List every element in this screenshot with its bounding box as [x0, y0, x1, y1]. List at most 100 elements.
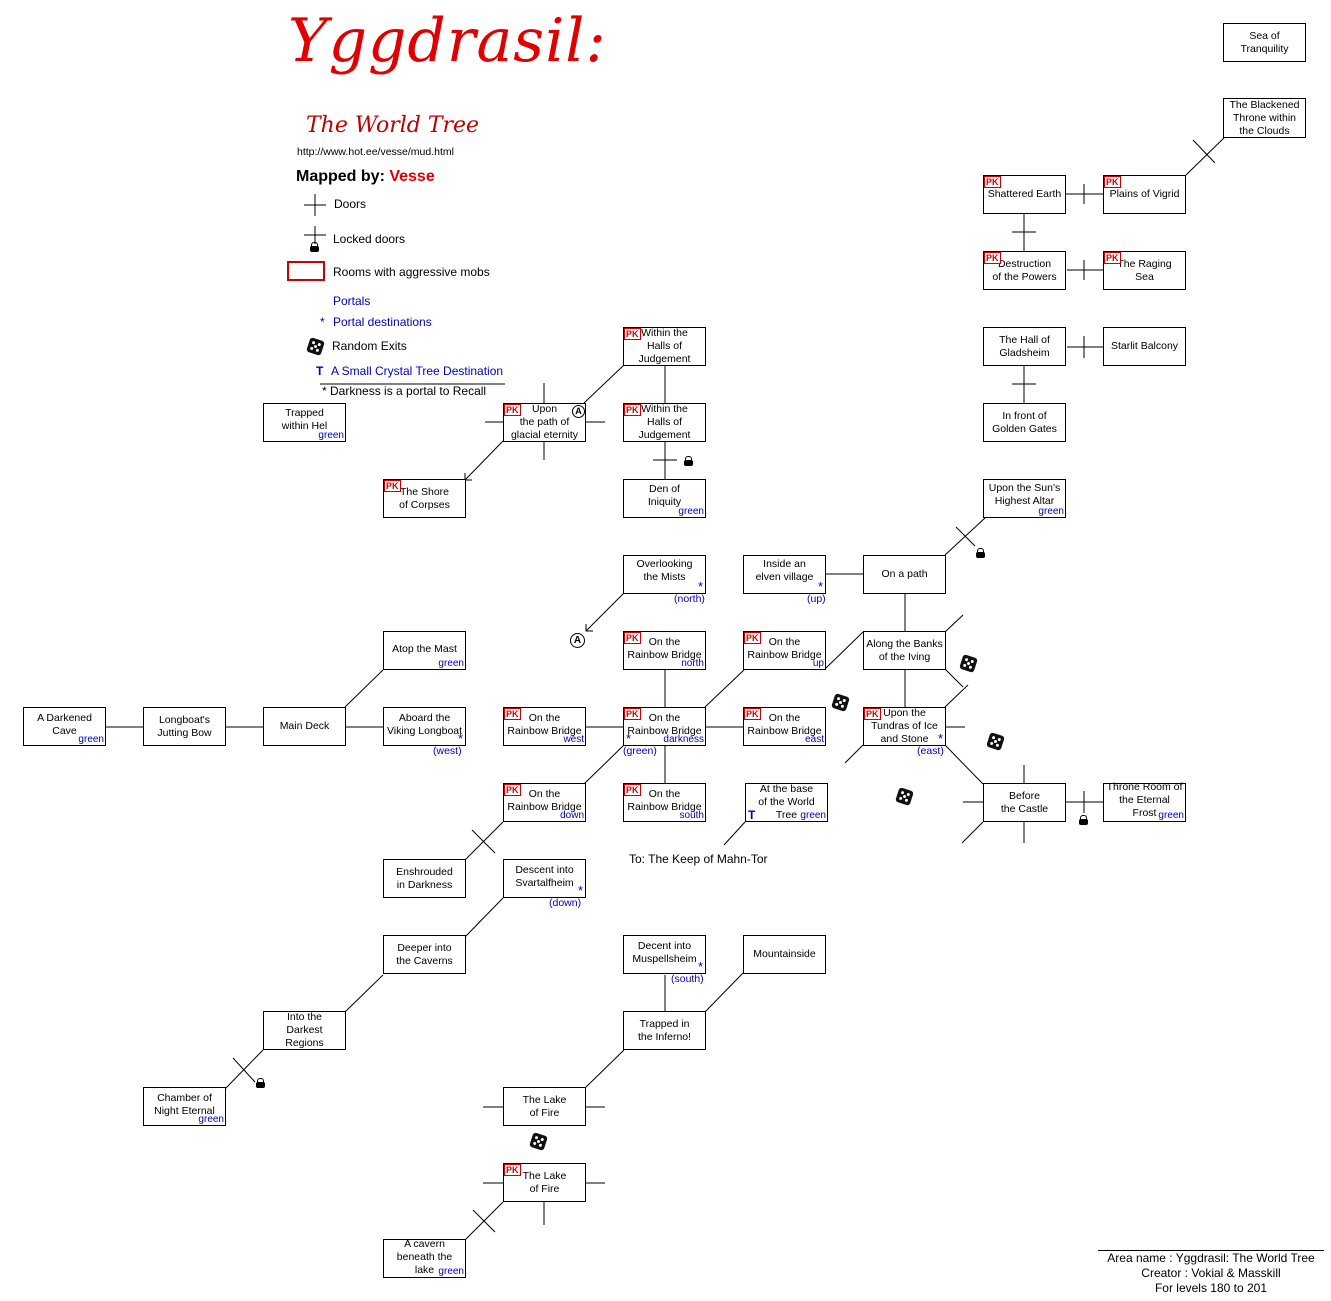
legend-darkness-note: * Darkness is a portal to Recall — [322, 384, 487, 398]
portal-circle-destination: A — [570, 633, 585, 648]
author-name: Vesse — [389, 168, 435, 185]
room-tag: green — [1158, 810, 1184, 821]
room-main-deck[interactable]: Main Deck — [263, 707, 346, 746]
keep-note: To: The Keep of Mahn-Tor — [629, 852, 768, 866]
lock-icon — [310, 242, 319, 252]
crystal-tree-marker: T — [748, 808, 756, 822]
portal-asterisk: * — [626, 731, 632, 746]
room-sea-tranquility[interactable]: Sea of Tranquility — [1223, 23, 1306, 62]
room-tag: darkness — [663, 734, 704, 745]
room-banks-iving[interactable]: Along the Banks of the Iving — [863, 631, 946, 670]
mapped-label: Mapped by: — [296, 168, 385, 185]
room-elven-village[interactable]: Inside an elven village* — [743, 555, 826, 594]
pk-marker: PK — [504, 1164, 521, 1176]
pk-marker: PK — [1104, 252, 1121, 264]
portal-asterisk: * — [937, 731, 943, 746]
legend-locked-doors: Locked doors — [333, 232, 406, 246]
map-title: Yggdrasil: — [288, 6, 607, 76]
room-tag: green — [678, 506, 704, 517]
elven-village-tag: (up) — [807, 593, 826, 605]
legend-portals: Portals — [333, 294, 371, 308]
room-golden-gates[interactable]: In front of Golden Gates — [983, 403, 1066, 442]
room-overlooking-mists[interactable]: Overlooking the Mists* — [623, 555, 706, 594]
tundras-tag: (east) — [917, 745, 944, 757]
room-tag: green — [1038, 506, 1064, 517]
room-enshrouded[interactable]: Enshrouded in Darkness — [383, 859, 466, 898]
lock-icon — [976, 548, 985, 558]
pk-marker: PK — [624, 784, 641, 796]
lock-icon — [1079, 815, 1088, 825]
map-subtitle: The World Tree — [306, 113, 480, 138]
portal-circle-marker: A — [572, 405, 585, 418]
room-viking-longboat[interactable]: Aboard the Viking Longboat* — [383, 707, 466, 746]
area-info: Area name : Yggdrasil: The World Tree Cr… — [1098, 1250, 1324, 1296]
room-tag: green — [800, 810, 826, 821]
room-starlit-balcony[interactable]: Starlit Balcony — [1103, 327, 1186, 366]
pk-marker: PK — [1104, 176, 1121, 188]
room-tag: south — [679, 810, 704, 821]
muspellsheim-tag: (south) — [671, 973, 704, 985]
lock-icon — [684, 456, 693, 466]
room-blackened-throne[interactable]: The Blackened Throne within the Clouds — [1223, 98, 1306, 138]
pk-marker: PK — [984, 252, 1001, 264]
legend-portal-dest: Portal destinations — [333, 315, 432, 329]
map-url[interactable]: http://www.hot.ee/vesse/mud.html — [297, 146, 454, 158]
pk-marker: PK — [624, 404, 641, 416]
room-lake-fire-1[interactable]: The Lake of Fire — [503, 1087, 586, 1126]
viking-longboat-tag: (west) — [433, 745, 462, 757]
room-on-a-path[interactable]: On a path — [863, 555, 946, 594]
room-before-castle[interactable]: Before the Castle — [983, 783, 1066, 822]
legend-doors: Doors — [334, 197, 367, 211]
room-tag: green — [438, 1266, 464, 1277]
pk-marker: PK — [504, 708, 521, 720]
room-hall-gladsheim[interactable]: The Hall of Gladsheim — [983, 327, 1066, 366]
pk-marker: PK — [624, 708, 641, 720]
legend-tree-marker: T — [316, 364, 324, 378]
room-tag: down — [560, 810, 584, 821]
portal-asterisk: * — [817, 579, 823, 594]
pk-marker: PK — [384, 480, 401, 492]
room-trapped-inferno[interactable]: Trapped in the Inferno! — [623, 1011, 706, 1050]
room-tag: up — [812, 658, 824, 669]
room-tag: west — [563, 734, 584, 745]
svartalfheim-tag: (down) — [549, 897, 582, 909]
pk-marker: PK — [504, 784, 521, 796]
aggressive-swatch — [287, 261, 325, 281]
room-mountainside[interactable]: Mountainside — [743, 935, 826, 974]
room-darkest-regions[interactable]: Into the Darkest Regions — [263, 1011, 346, 1050]
room-deeper-caverns[interactable]: Deeper into the Caverns — [383, 935, 466, 974]
room-tag: green — [78, 734, 104, 745]
legend-random-exits: Random Exits — [332, 339, 407, 353]
room-jutting-bow[interactable]: Longboat's Jutting Bow — [143, 707, 226, 746]
room-muspellsheim[interactable]: Decent into Muspellsheim* — [623, 935, 706, 974]
room-svartalfheim[interactable]: Descent into Svartalfheim* — [503, 859, 586, 898]
overlooking-mists-tag: (north) — [674, 593, 705, 605]
